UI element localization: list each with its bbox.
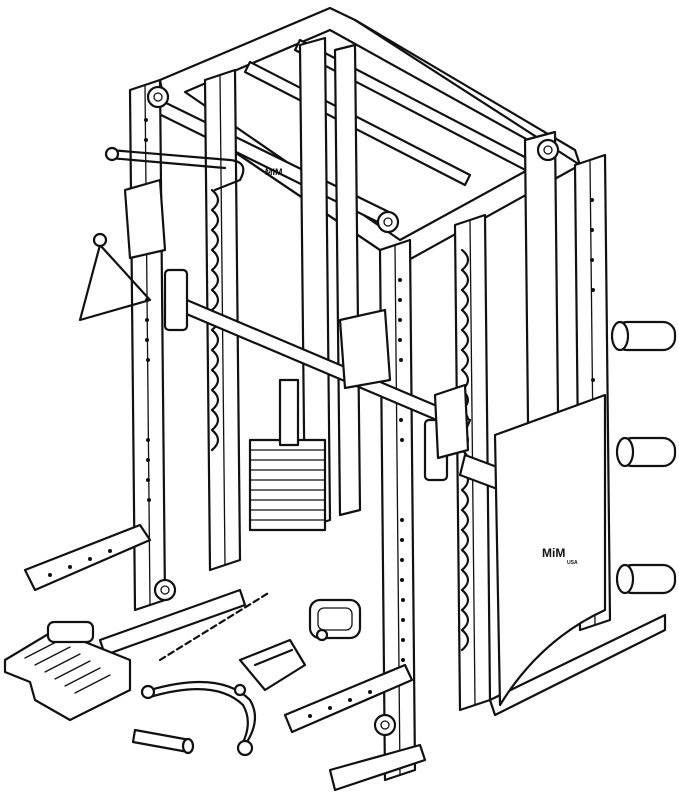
weight-stack [248, 378, 327, 532]
upright-holes [144, 118, 596, 662]
spotter-arms [23, 523, 414, 734]
panel-logo: MiM [542, 546, 565, 560]
landmine-handle [131, 728, 195, 755]
panel-logo-sub: USA [567, 560, 578, 566]
cable-carriages [123, 178, 470, 460]
front-uprights [378, 213, 492, 782]
chain [158, 590, 272, 662]
base [98, 588, 667, 792]
tricep-rope [140, 680, 257, 757]
tricep-handle [78, 232, 152, 322]
pulleys [146, 85, 560, 737]
bar-logo: MiM [265, 167, 283, 177]
foot-plate [3, 620, 132, 722]
d-handle [238, 638, 307, 692]
pullup-bar [104, 146, 245, 192]
ankle-strap [308, 598, 362, 642]
brand-panel: MiM USA [493, 393, 607, 707]
